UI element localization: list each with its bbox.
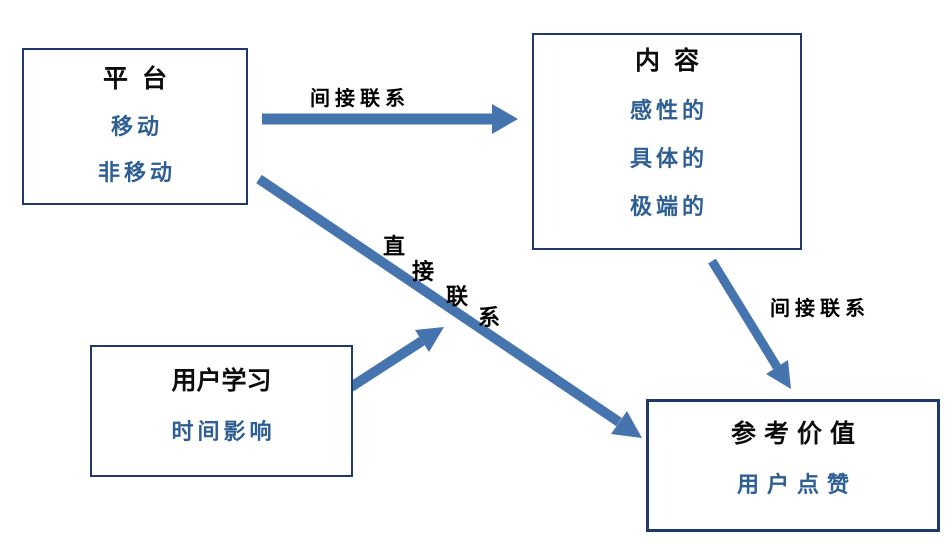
node-user-learning-title: 用户学习 [171,366,272,395]
node-content-item: 具体的 [629,145,708,171]
node-user-learning: 用户学习 时间影响 [90,345,353,477]
node-content-title: 内容 [634,46,713,75]
node-platform-item: 非移动 [97,159,176,185]
edge-label-direct-char: 直 [383,234,406,259]
arrow-platform-to-reference-direct [256,174,642,438]
node-reference-value: 参考价值 用户点赞 [646,399,940,532]
node-reference-value-title: 参考价值 [730,420,863,448]
arrow-user-learning-moderator [348,327,444,392]
node-content-item: 感性的 [629,97,708,123]
edge-label-indirect-right: 间接联系 [770,298,870,320]
node-content: 内容 感性的 具体的 极端的 [532,33,802,250]
node-platform-item: 移动 [110,113,163,139]
edge-label-indirect-top: 间接联系 [310,88,410,110]
node-platform: 平台 移动 非移动 [22,48,248,205]
node-user-learning-item: 时间影响 [171,418,276,444]
node-platform-title: 平台 [102,64,181,93]
edge-label-direct-char: 接 [412,259,435,284]
arrow-content-to-reference [708,258,791,389]
edge-label-direct-char: 系 [478,305,501,330]
node-reference-value-item: 用户点赞 [736,472,857,497]
node-content-item: 极端的 [629,193,708,219]
arrow-platform-to-content [262,104,518,134]
edge-label-direct-char: 联 [446,284,469,309]
